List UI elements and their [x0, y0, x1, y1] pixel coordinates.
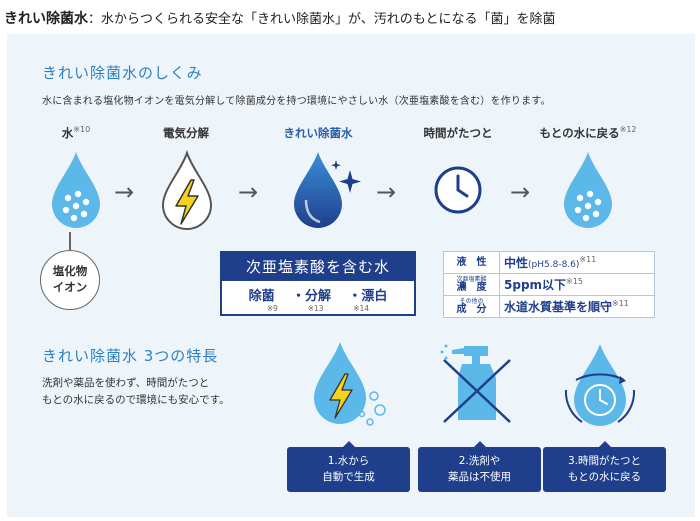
features-description: 洗剤や薬品を使わず、時間がたつと もとの水に戻るので環境にも安心です。: [42, 375, 230, 410]
table-row: 次亜塩素酸濃 度 5ppm以下※15: [443, 273, 655, 296]
feature-2-line2: 薬品は不使用: [448, 470, 511, 483]
step-label-water: 水※10: [61, 125, 91, 140]
no-detergent-icon: [440, 344, 511, 423]
ion-label-line1: 塩化物: [52, 264, 88, 279]
effect-decompose: ・分解: [291, 289, 331, 304]
note: ※9: [266, 304, 278, 313]
hypochlorous-box: 次亜塩素酸を含む水 除菌 ・分解 ・漂白 ※9 ※13 ※14: [220, 251, 416, 316]
flow-arrow: →: [238, 178, 259, 206]
clean-water-drop-icon: [294, 152, 361, 228]
flow-arrow: →: [510, 178, 531, 206]
step-label-time: 時間がたつと: [423, 126, 493, 140]
bolt-drop-icon: [314, 342, 386, 426]
property-value: 中性(pH5.8-8.6)※11: [499, 251, 655, 274]
note: ※14: [353, 304, 370, 313]
property-key: 次亜塩素酸濃 度: [443, 273, 500, 296]
flow-arrow: →: [114, 178, 135, 206]
step-label-return: もとの水に戻る※12: [539, 125, 637, 140]
features-title: きれい除菌水 3つの特長: [42, 347, 219, 365]
ion-label-line2: イオン: [52, 280, 88, 294]
water-drop-icon: [564, 152, 612, 228]
feature-card-2: 2.洗剤や 薬品は不使用: [418, 441, 541, 492]
mechanism-description: 水に含まれる塩化物イオンを電気分解して除菌成分を持つ環境にやさしい水（次亜塩素酸…: [42, 96, 551, 107]
hypochlorous-effects: 除菌 ・分解 ・漂白: [222, 281, 414, 304]
feature-1-line2: 自動で生成: [322, 470, 375, 483]
property-table: 液 性 中性(pH5.8-8.6)※11 次亜塩素酸濃 度 5ppm以下※15 …: [443, 251, 655, 318]
headline: きれい除菌水：水からつくられる安全な「きれい除菌水」が、汚れのもとになる「菌」を…: [4, 8, 555, 28]
property-value: 水道水質基準を順守※11: [499, 295, 655, 318]
property-key: 液 性: [443, 251, 500, 274]
features-description-line1: 洗剤や薬品を使わず、時間がたつと: [42, 377, 210, 389]
timer-drop-icon: [564, 344, 636, 426]
feature-2-line1: 2.洗剤や: [458, 454, 501, 467]
step-label-clean-water: きれい除菌水: [283, 126, 353, 140]
mechanism-title: きれい除菌水のしくみ: [42, 64, 203, 82]
headline-title: きれい除菌水: [4, 11, 88, 27]
feature-card-1: 1.水から 自動で生成: [287, 441, 410, 492]
feature-1-line1: 1.水から: [327, 454, 370, 467]
chloride-ion-badge: 塩化物 イオン: [40, 250, 100, 310]
hypochlorous-title: 次亜塩素酸を含む水: [222, 253, 414, 281]
ion-connector: [69, 232, 71, 250]
effect-bleach: ・漂白: [348, 289, 388, 304]
property-key: その他の成 分: [443, 295, 500, 318]
feature-3-line1: 3.時間がたつと: [567, 454, 642, 467]
table-row: その他の成 分 水道水質基準を順守※11: [443, 295, 655, 318]
feature-card-3: 3.時間がたつと もとの水に戻る: [543, 441, 666, 492]
clock-icon: [434, 166, 482, 214]
headline-text: ：水からつくられる安全な「きれい除菌水」が、汚れのもとになる「菌」を除菌: [88, 12, 556, 27]
flow-arrow: →: [376, 178, 397, 206]
hypochlorous-notes: ※9 ※13 ※14: [222, 304, 414, 313]
electrolysis-bolt-icon: [161, 150, 213, 230]
note: ※13: [307, 304, 324, 313]
features-description-line2: もとの水に戻るので環境にも安心です。: [42, 394, 230, 407]
effect-sterilize: 除菌: [248, 289, 275, 304]
step-label-electrolysis: 電気分解: [163, 126, 209, 140]
table-row: 液 性 中性(pH5.8-8.6)※11: [443, 251, 655, 274]
feature-3-line2: もとの水に戻る: [567, 470, 642, 483]
water-drop-icon: [52, 152, 100, 228]
property-value: 5ppm以下※15: [499, 273, 655, 296]
